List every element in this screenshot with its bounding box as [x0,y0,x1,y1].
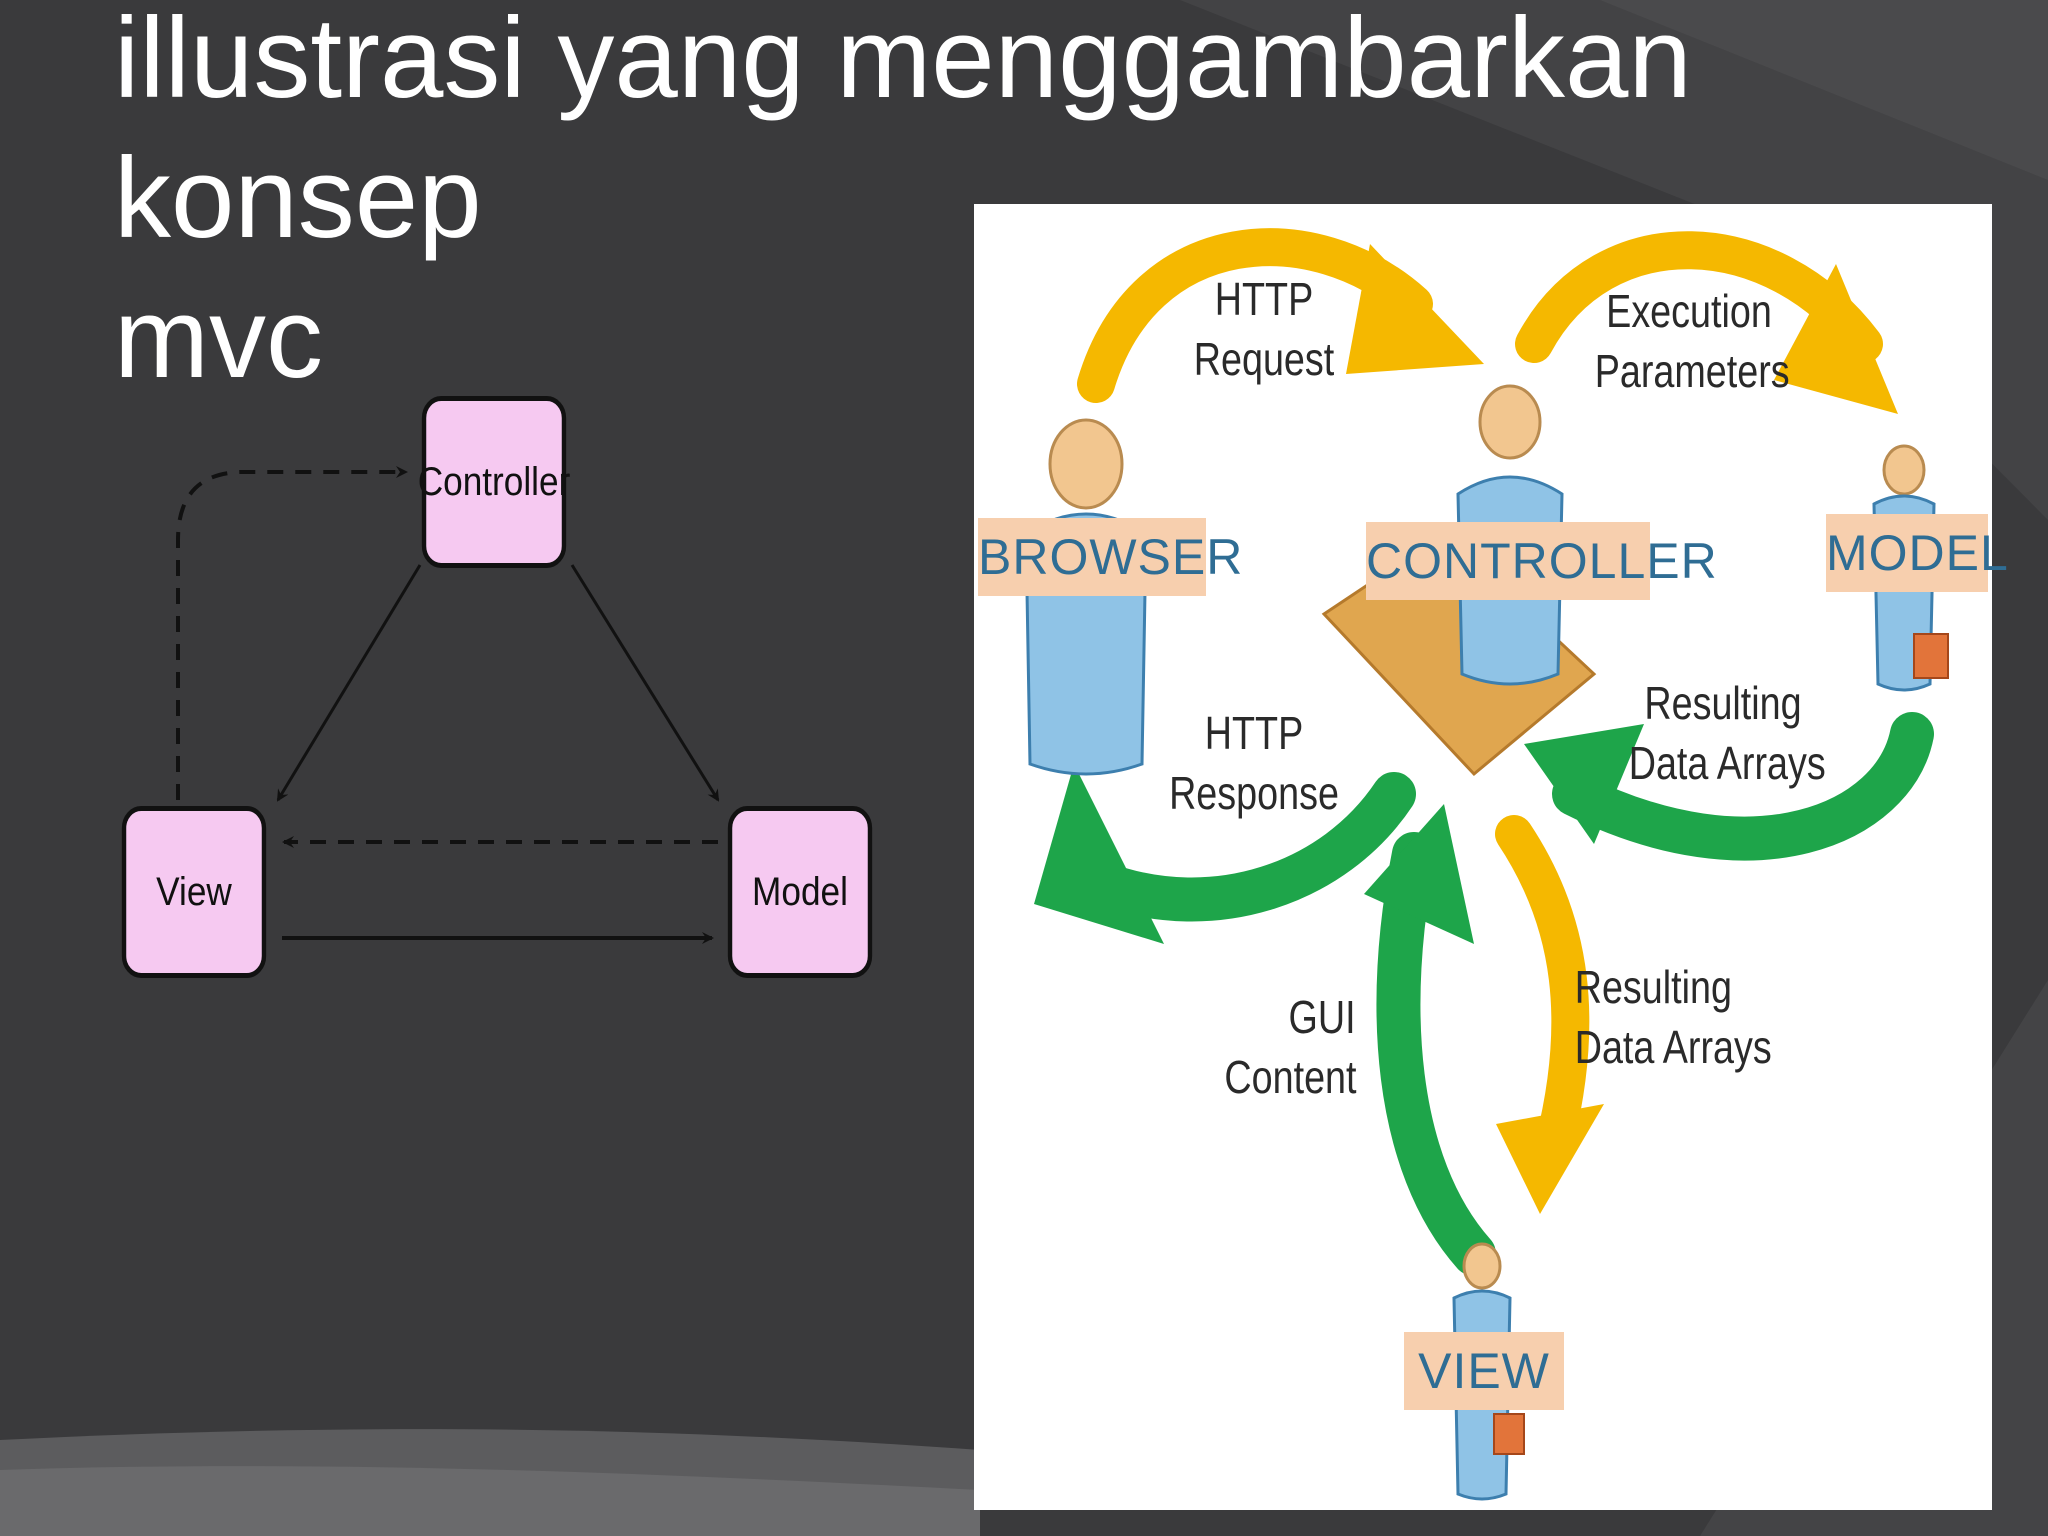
execution-parameters-line-1: Execution [1606,285,1772,337]
view-actor-label: VIEW [1404,1332,1564,1410]
http-response-line-2: Response [1169,766,1339,819]
execution-parameters-line-2: Parameters [1594,344,1790,397]
controller-node: Controller [418,396,570,568]
view-result-line-2: Data Arrays [1574,1020,1772,1073]
model-result-label: Resulting Data Arrays [1628,674,1826,794]
http-request-label: HTTP Request [1166,270,1363,390]
response-arrows [1082,712,1934,1276]
http-response-line-1: HTTP [1204,707,1304,759]
http-response-label: HTTP Response [1156,704,1353,824]
view-result-label: Resulting Data Arrays [1574,958,1772,1078]
arrow-view-to-controller-dashed [176,466,408,800]
gui-content-line-2: Content [1224,1050,1357,1103]
slide-title-line-1: illustrasi yang menggambarkan [114,0,1692,122]
gui-content-label: GUI Content [1224,988,1357,1108]
model-actor-label: MODEL [1826,514,2008,592]
mvc-illustration-panel: BROWSER CONTROLLER MODEL VIEW HTTP Reque… [974,204,2008,1510]
response-arrowheads [1034,724,1644,944]
browser-actor-label: BROWSER [978,518,1242,596]
execution-parameters-label: Execution Parameters [1594,282,1790,402]
browser-figure [1024,418,1148,776]
model-result-line-1: Resulting [1644,677,1802,729]
view-node: View [121,806,267,978]
view-result-line-1: Resulting [1574,961,1732,1013]
controller-actor-label: CONTROLLER [1366,522,1717,600]
http-request-line-1: HTTP [1214,273,1314,325]
arrow-controller-to-view [276,564,422,802]
slide-title-line-3: mvc [114,275,323,402]
gui-content-line-1: GUI [1288,991,1356,1043]
request-arrowheads [1346,244,1898,1214]
mvc-illustration-graphics [1024,228,1949,1501]
http-request-line-2: Request [1193,332,1335,385]
model-node: Model [727,806,873,978]
arrow-controller-to-model [570,564,720,802]
model-result-line-2: Data Arrays [1628,736,1826,789]
slide-title-line-2: konsep [114,135,482,262]
